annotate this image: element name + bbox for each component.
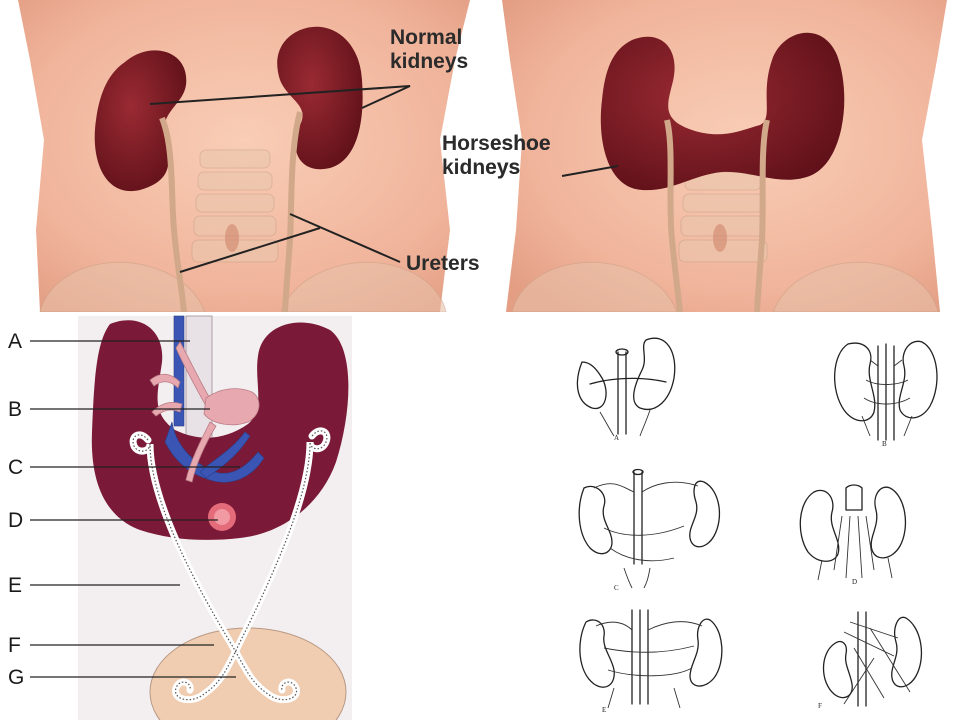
label-f: F <box>8 634 21 657</box>
label-g: G <box>8 666 24 689</box>
spine <box>191 149 279 263</box>
normal-kidneys-label-line1: Normal <box>390 26 462 49</box>
horseshoe-kidneys-label-line1: Horseshoe <box>492 132 551 155</box>
horseshoe-kidney <box>600 32 845 191</box>
normal-kidneys-illustration: Normal kidneys Ureters <box>0 0 486 312</box>
left-kidney <box>94 50 187 192</box>
horseshoe-kidneys-label-line2: kidneys <box>492 156 520 179</box>
sketch-c: C <box>578 468 721 592</box>
label-d: D <box>8 509 23 532</box>
pelvis <box>511 261 678 312</box>
sketch-letter-f: F <box>818 702 822 710</box>
navel <box>713 224 727 252</box>
label-b: B <box>8 398 22 421</box>
left-ureter <box>159 116 187 312</box>
right-ureter <box>282 111 303 312</box>
horseshoe-kidneys-illustration: Horseshoe kidneys <box>492 0 960 312</box>
ureters-label: Ureters <box>406 252 480 275</box>
sketch-f: F <box>818 611 923 710</box>
label-e: E <box>8 574 22 597</box>
sketch-b: B <box>833 340 938 448</box>
sketch-d: D <box>799 484 907 586</box>
spine <box>678 149 768 263</box>
horseshoe-label-line2: kidneys <box>442 156 520 179</box>
normal-kidneys-label-line2: kidneys <box>390 50 468 73</box>
sketch-a: A <box>576 337 676 442</box>
sketch-letter-e: E <box>602 706 606 714</box>
sketch-letter-d: D <box>852 578 857 586</box>
sketch-letter-b: B <box>882 440 887 448</box>
pelvis <box>39 261 206 312</box>
sketch-letter-a: A <box>614 434 619 442</box>
sketch-letter-c: C <box>614 584 619 592</box>
sketch-e: E <box>579 609 723 714</box>
left-ureter <box>664 119 683 312</box>
horseshoe-label-overlay: Horseshoe kidneys <box>442 132 551 179</box>
navel <box>225 224 239 252</box>
right-ureter <box>754 119 770 312</box>
label-a: A <box>8 330 22 353</box>
labeled-horseshoe-diagram: A B C D E F G <box>0 312 352 720</box>
horseshoe-label-line1: Horseshoe <box>442 132 551 155</box>
horseshoe-variant-sketches: A B C D <box>556 312 960 720</box>
label-c: C <box>8 456 23 479</box>
